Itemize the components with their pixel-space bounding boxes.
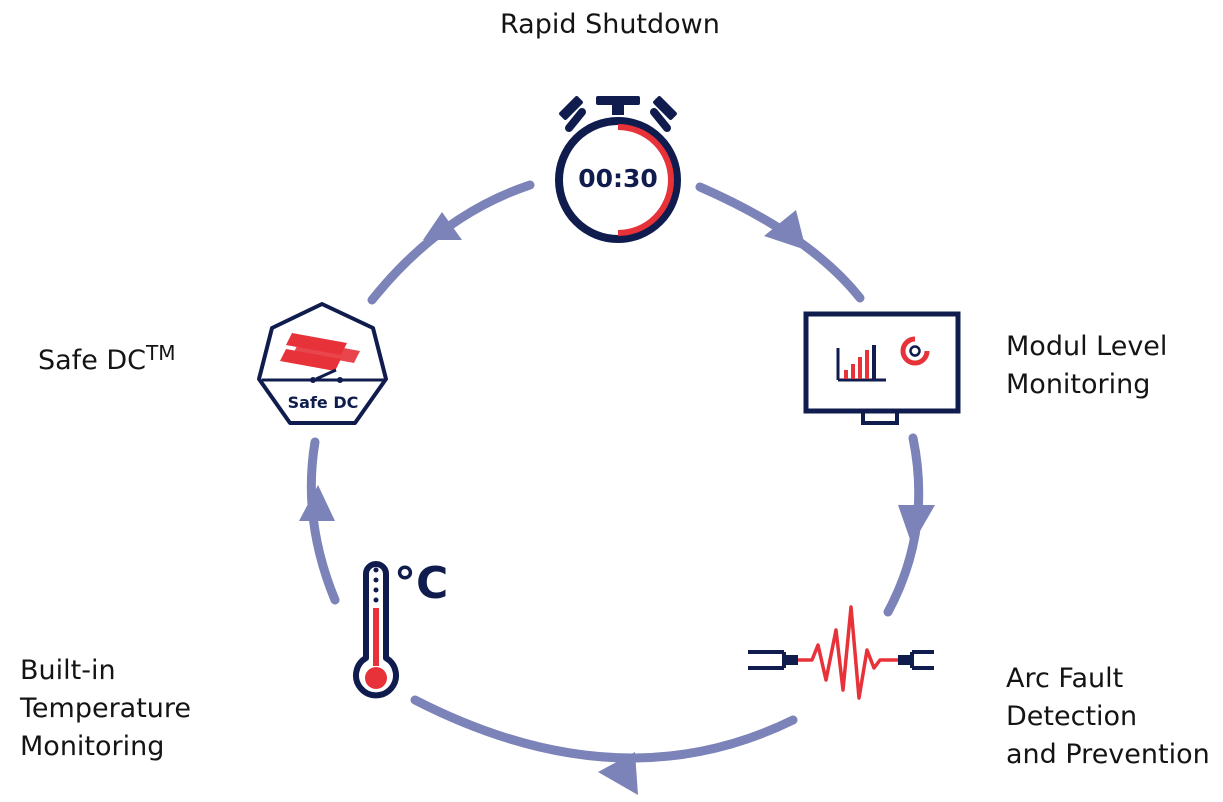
label-safe-dc: Safe DCTM xyxy=(38,341,176,381)
arc-fault-icon xyxy=(748,605,934,700)
label-safe-dc-text: Safe DC xyxy=(38,345,147,376)
monitor-chart-icon xyxy=(803,311,961,425)
thermometer-icon: °C xyxy=(353,558,448,699)
label-arc-line3: and Prevention xyxy=(1006,739,1210,770)
arc-top-right xyxy=(695,182,865,303)
label-arc-line1: Arc Fault xyxy=(1006,663,1124,694)
label-arc-line2: Detection xyxy=(1006,701,1138,732)
safe-dc-icon: Safe DC xyxy=(257,302,388,425)
arc-top-left xyxy=(367,180,535,305)
arrowhead-right xyxy=(898,505,935,545)
label-temp-line3: Monitoring xyxy=(20,731,165,762)
arrowhead-bottom xyxy=(598,752,638,795)
celsius-unit: °C xyxy=(394,558,448,609)
arrowhead-top-left xyxy=(423,212,462,240)
label-arc-fault: Arc Fault Detection and Prevention xyxy=(1006,660,1210,774)
label-temp-line1: Built-in xyxy=(20,655,116,686)
arrowhead-left xyxy=(299,485,335,521)
arc-bottom xyxy=(410,695,798,763)
label-modul-line2: Monitoring xyxy=(1006,369,1151,400)
arrowhead-top-right xyxy=(764,210,806,250)
timer-readout: 00:30 xyxy=(578,164,658,193)
label-modul-line1: Modul Level xyxy=(1006,331,1168,362)
cycle-arrowheads xyxy=(299,210,935,795)
label-rapid-shutdown: Rapid Shutdown xyxy=(500,6,720,44)
label-modul-level-monitoring: Modul Level Monitoring xyxy=(1006,328,1167,404)
label-temp-line2: Temperature xyxy=(20,693,192,724)
label-safe-dc-trademark: TM xyxy=(146,341,176,365)
label-rapid-shutdown-text: Rapid Shutdown xyxy=(500,9,720,40)
safe-dc-badge-text: Safe DC xyxy=(288,393,359,412)
stopwatch-icon: 00:30 xyxy=(555,96,681,243)
label-temperature-monitoring: Built-in Temperature Monitoring xyxy=(20,652,191,766)
